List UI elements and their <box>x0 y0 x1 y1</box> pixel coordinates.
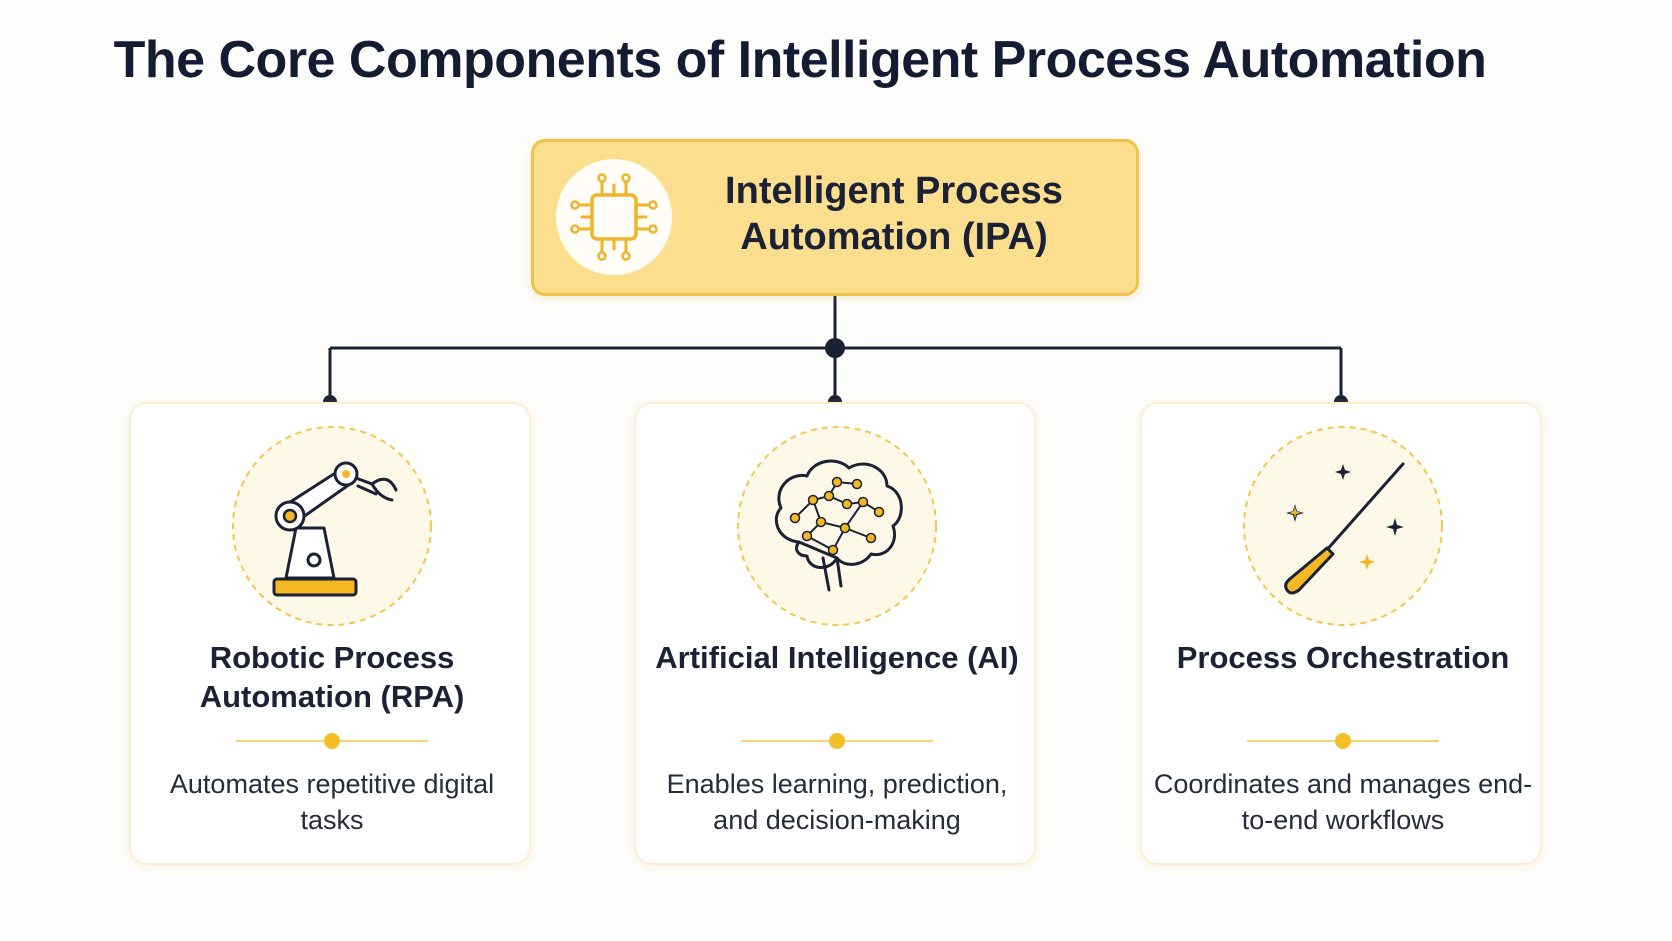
brain-network-icon <box>737 426 937 626</box>
component-title: Robotic Process Automation (RPA) <box>199 640 465 714</box>
component-description: Automates repetitive digital tasks <box>169 769 495 835</box>
conductor-baton-icon <box>1243 426 1443 626</box>
component-description: Coordinates and manages end-to-end workf… <box>1153 769 1533 835</box>
component-title: Process Orchestration <box>1176 640 1510 675</box>
page-title: The Core Components of Intelligent Proce… <box>113 31 1487 89</box>
divider-dot <box>1335 733 1351 749</box>
component-title: Artificial Intelligence (AI) <box>655 640 1019 675</box>
connector-hub-dot <box>825 338 845 358</box>
component-card-orchestration: Process Orchestration Coordinates and ma… <box>1140 402 1542 865</box>
divider-dot <box>324 733 340 749</box>
root-node-ipa: Intelligent Process Automation (IPA) <box>531 139 1139 296</box>
cpu-chip-icon <box>556 159 672 275</box>
component-card-ai: Artificial Intelligence (AI) Enables lea… <box>634 402 1036 865</box>
divider-dot <box>829 733 845 749</box>
component-description: Enables learning, prediction, and decisi… <box>666 769 1008 835</box>
root-node-label: Intelligent Process Automation (IPA) <box>725 170 1063 258</box>
robotic-arm-icon <box>232 426 432 626</box>
component-card-rpa: Robotic Process Automation (RPA) Automat… <box>129 402 531 865</box>
